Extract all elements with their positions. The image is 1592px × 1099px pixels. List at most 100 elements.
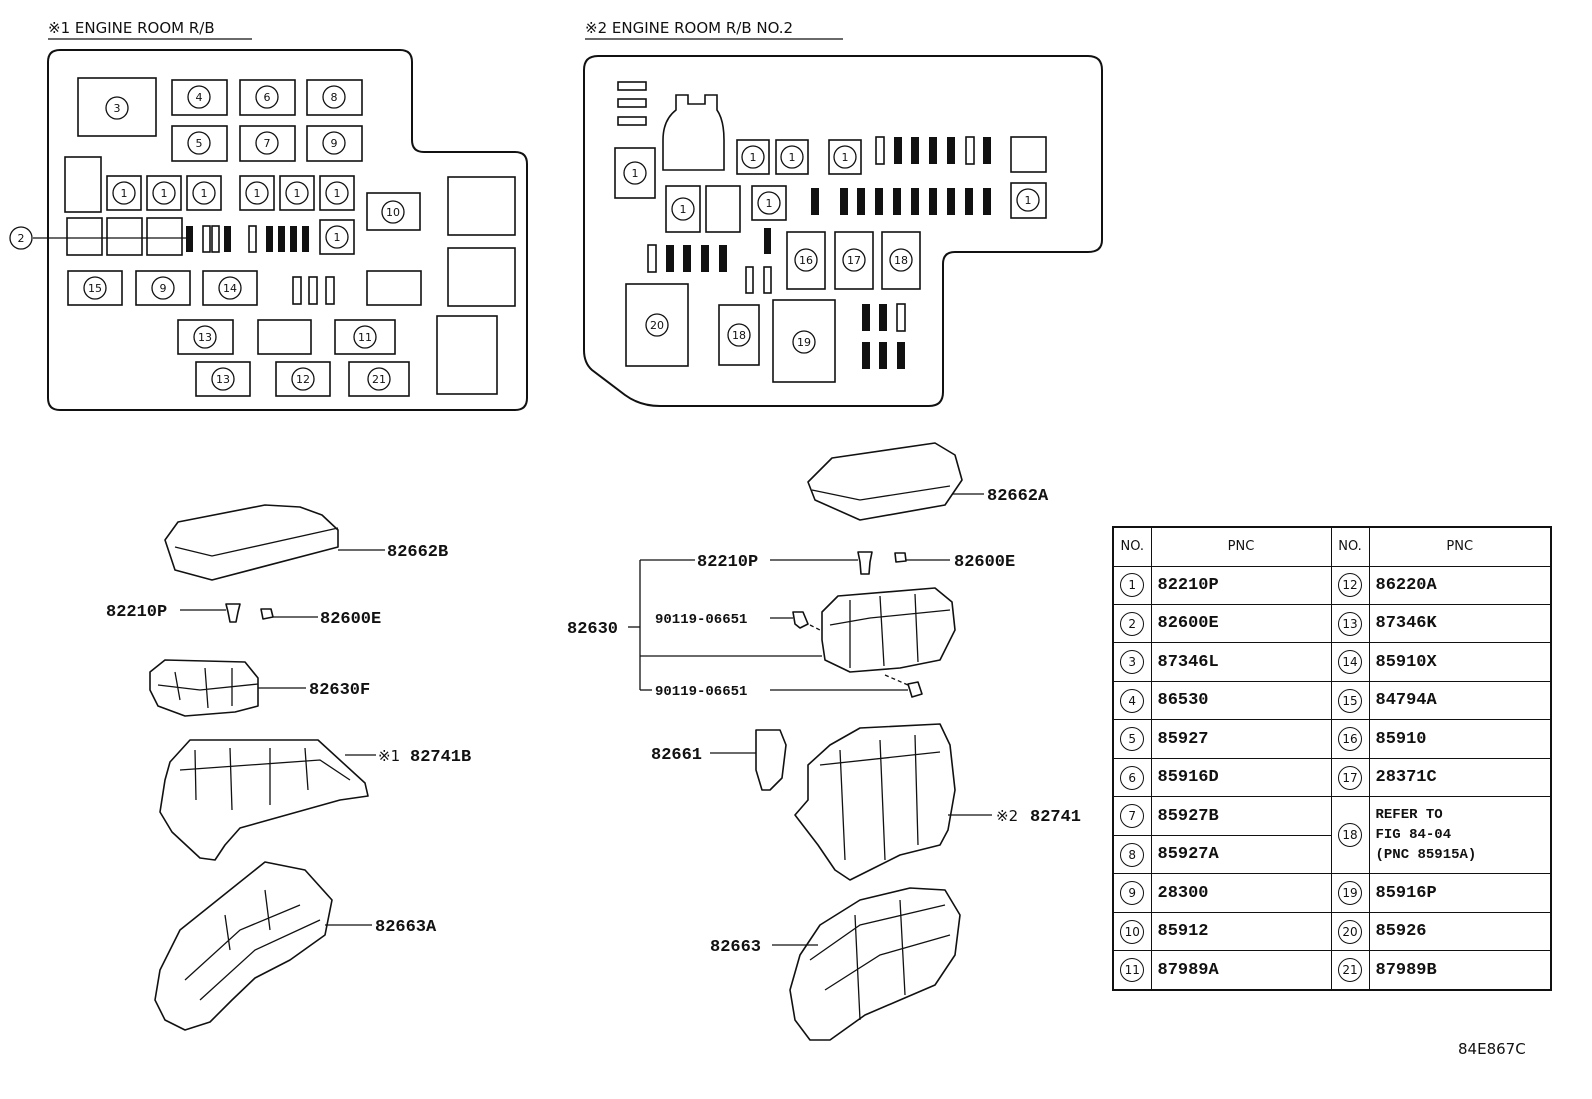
diagram-code: 84E867C xyxy=(1458,1040,1526,1058)
row-number: 19 xyxy=(1338,881,1362,906)
label-82600e-right: 82600E xyxy=(954,553,1015,572)
screw-1-shape xyxy=(792,611,809,629)
box2-callouts: 1 1 1 1 1 1 1 16 17 18 20 18 19 xyxy=(623,145,1040,354)
clip-82210p-shape xyxy=(225,603,241,623)
row-pnc: 85916P xyxy=(1368,873,1552,913)
callout-13: 13 xyxy=(216,373,230,386)
callout-1: 1 xyxy=(789,151,796,164)
mark-box1: ※1 xyxy=(378,747,400,765)
callout-6: 6 xyxy=(264,91,271,104)
right-parts xyxy=(628,442,992,1041)
label-82663a: 82663A xyxy=(375,918,437,937)
callout-18: 18 xyxy=(894,254,908,267)
callout-12: 12 xyxy=(296,373,310,386)
callout-1: 1 xyxy=(632,167,639,180)
row-pnc: 85910 xyxy=(1368,719,1552,759)
callout-21: 21 xyxy=(372,373,386,386)
row-pnc: 85927 xyxy=(1150,719,1332,759)
callout-3: 3 xyxy=(114,102,121,115)
cover-82662a-shape xyxy=(807,442,963,521)
row-pnc: 87989A xyxy=(1150,950,1332,991)
label-82210p-right: 82210P xyxy=(697,553,758,572)
lower-82663-shape xyxy=(789,887,961,1041)
label-82741b: 82741B xyxy=(410,748,471,767)
table-row: 9 28300 19 85916P xyxy=(1112,873,1552,913)
row-number: 14 xyxy=(1338,650,1362,675)
row-pnc: 84794A xyxy=(1368,680,1552,721)
header-no-2: NO. xyxy=(1330,526,1370,567)
row-number: 21 xyxy=(1338,958,1362,983)
callout-1: 1 xyxy=(680,203,687,216)
callout-1: 1 xyxy=(1025,194,1032,207)
row-number: 2 xyxy=(1120,611,1145,636)
row-pnc: 87989B xyxy=(1368,950,1552,991)
table-row: 1 82210P 12 86220A xyxy=(1112,565,1552,605)
callout-9: 9 xyxy=(160,282,167,295)
callout-1: 1 xyxy=(334,231,341,244)
row-number: 16 xyxy=(1338,727,1362,752)
box-82741b-shape xyxy=(159,739,369,861)
callout-1: 1 xyxy=(294,187,301,200)
row-number: 3 xyxy=(1120,650,1145,675)
box1-layout xyxy=(33,49,528,411)
table-row: 5 85927 16 85910 xyxy=(1112,719,1552,759)
callout-11: 11 xyxy=(358,331,372,344)
label-screw-1: 90119-06651 xyxy=(655,612,747,628)
clamp-82600e-right-shape xyxy=(894,552,907,563)
row-number: 20 xyxy=(1338,919,1362,944)
relay-block-shape xyxy=(821,587,956,673)
row-pnc: 28371C xyxy=(1368,757,1552,798)
callout-9: 9 xyxy=(331,137,338,150)
box1-callouts: 3 4 6 8 5 7 9 1 1 1 1 1 1 10 1 2 15 9 14… xyxy=(9,85,405,391)
label-82662b: 82662B xyxy=(387,543,448,562)
row-pnc: 82600E xyxy=(1150,603,1332,644)
row-number: 6 xyxy=(1120,765,1145,790)
row-number: 17 xyxy=(1338,765,1362,790)
label-82662a: 82662A xyxy=(987,487,1049,506)
row-number: 4 xyxy=(1120,688,1145,713)
screw-2-shape xyxy=(907,681,923,698)
relay-82661-shape xyxy=(755,729,787,791)
callout-8: 8 xyxy=(331,91,338,104)
box1-title: ※1 ENGINE ROOM R/B xyxy=(48,19,215,37)
row-pnc: 28300 xyxy=(1150,873,1332,913)
row-number: 18 xyxy=(1338,823,1362,848)
callout-4: 4 xyxy=(196,91,203,104)
row-pnc: 85927B xyxy=(1150,796,1332,836)
row-pnc: 85927A xyxy=(1150,834,1332,875)
callout-5: 5 xyxy=(196,137,203,150)
row-number: 8 xyxy=(1120,842,1145,867)
callout-1: 1 xyxy=(750,151,757,164)
header-pnc-1: PNC xyxy=(1150,526,1332,567)
row-pnc: 85912 xyxy=(1150,911,1332,952)
reference-line: REFER TO xyxy=(1375,807,1443,824)
box2-title: ※2 ENGINE ROOM R/B NO.2 xyxy=(585,19,793,37)
callout-14: 14 xyxy=(223,282,237,295)
row-pnc: 87346K xyxy=(1368,603,1552,644)
label-82663: 82663 xyxy=(710,938,761,957)
label-82661: 82661 xyxy=(651,746,702,765)
row-pnc: 85910X xyxy=(1368,642,1552,682)
table-row: 10 85912 20 85926 xyxy=(1112,911,1552,952)
block-82630f-shape xyxy=(149,659,259,717)
box2-layout xyxy=(583,55,1103,407)
callout-1: 1 xyxy=(161,187,168,200)
callout-1: 1 xyxy=(842,151,849,164)
callout-10: 10 xyxy=(386,206,400,219)
row-pnc: 85926 xyxy=(1368,911,1552,952)
callout-1: 1 xyxy=(121,187,128,200)
callout-16: 16 xyxy=(799,254,813,267)
row-number: 5 xyxy=(1120,727,1145,752)
row-number: 7 xyxy=(1120,804,1145,829)
callout-13: 13 xyxy=(198,331,212,344)
header-pnc-2: PNC xyxy=(1368,526,1552,567)
callout-2: 2 xyxy=(18,232,25,245)
reference-line: (PNC 85915A) xyxy=(1375,847,1477,864)
pnc-table: NO. PNC NO. PNC 1 82210P 12 86220A 2 826… xyxy=(1112,526,1552,991)
row-pnc: 86530 xyxy=(1150,680,1332,721)
callout-19: 19 xyxy=(797,336,811,349)
table-row: 3 87346L 14 85910X xyxy=(1112,642,1552,682)
row-pnc: 82210P xyxy=(1150,565,1332,605)
label-82600e-left: 82600E xyxy=(320,610,381,629)
